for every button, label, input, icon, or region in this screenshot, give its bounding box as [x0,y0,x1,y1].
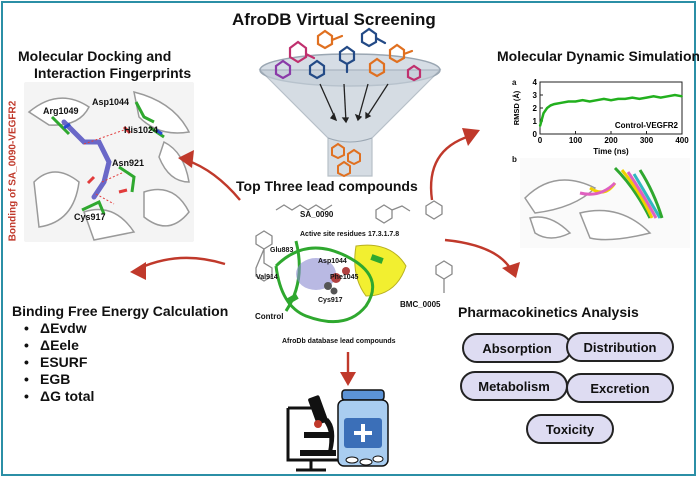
lead-title: Top Three lead compounds [236,178,418,194]
rmsd-point [674,94,676,96]
rmsd-point [603,98,605,100]
rmsd-point [595,99,598,102]
pk-title: Pharmacokinetics Analysis [458,304,639,320]
lead-label: BMC_0005 [400,300,441,309]
rmsd-point [546,107,548,109]
rmsd-point [588,100,591,103]
pk-pill-distribution: Distribution [566,332,674,362]
docking-title: Molecular Docking and Interaction Finger… [18,48,191,82]
pk-pill-toxicity: Toxicity [526,414,614,444]
y-tick-label: 4 [533,78,538,87]
binding-term: ΔEele [24,337,94,354]
series-label: Control-VEGFR2 [615,121,679,130]
x-tick-label: 0 [538,136,543,145]
pk-pill-absorption: Absorption [462,333,572,363]
y-tick-label: 3 [533,91,538,100]
lead-label: 17.3.1.7.8 [368,231,400,238]
x-tick-label: 200 [604,136,618,145]
md-panel-b-label: b [512,155,517,164]
lead-label: Val914 [256,274,278,281]
binding-term: ΔG total [24,388,94,405]
rmsd-point [610,99,612,102]
binding-title: Binding Free Energy Calculation [12,303,229,319]
lead-complex-image [236,196,464,336]
rmsd-point [553,103,556,105]
x-tick-label: 100 [569,136,583,145]
rmsd-point [539,125,541,128]
rmsd-point [542,112,545,115]
residue-label: His1024 [124,125,159,135]
y-tick-label: 2 [533,104,538,113]
rmsd-point [652,95,655,98]
md-title: Molecular Dynamic Simulation [497,48,699,64]
docking-title-line2: Interaction Fingerprints [34,65,192,81]
lead-label: Asp1044 [318,258,347,265]
rmsd-point [631,96,634,99]
lead-label: Phe1045 [330,274,359,281]
pk-pill-excretion: Excretion [566,373,674,403]
rmsd-point [617,98,619,100]
residue-label: Cys917 [74,212,106,222]
binding-term: ΔEvdw [24,320,94,337]
md-panel-a-label: a [512,78,517,87]
x-tick-label: 300 [640,136,654,145]
rmsd-point [574,100,577,103]
pk-pill-metabolism: Metabolism [460,371,568,401]
rmsd-point [567,100,570,103]
binding-term: EGB [24,371,94,388]
rmsd-point [549,104,552,107]
residue-label: Asp1044 [92,97,130,107]
docking-structure-image [24,82,194,242]
lead-label: Control [255,312,284,321]
rmsd-point [645,96,648,99]
md-superposed-structure [520,158,690,248]
rmsd-point [681,95,683,98]
lead-caption: AfroDb database lead compounds [282,338,396,345]
y-tick-label: 0 [533,130,538,139]
rmsd-point [638,98,641,100]
docking-title-line1: Molecular Docking and [18,48,172,64]
lead-label: Glu883 [270,247,294,254]
lab-analysis-icon [286,389,389,472]
rmsd-point [659,96,662,99]
rmsd-point [581,99,584,102]
binding-term: ESURF [24,354,94,371]
main-title: AfroDB Virtual Screening [232,10,436,29]
lead-label: Cys917 [318,297,343,304]
plot-area [539,81,683,135]
y-axis-label: RMSD (Å) [512,90,521,125]
residue-label: Arg1049 [43,106,79,116]
x-tick-label: 400 [675,136,689,145]
x-axis-label: Time (ns) [593,147,629,156]
y-tick-label: 1 [533,117,538,126]
rmsd-point [560,101,563,104]
lead-label: Active site residues [300,231,366,238]
screening-funnel [258,27,442,178]
rmsd-point [624,98,627,100]
binding-terms-list: ΔEvdw ΔEele ESURF EGB ΔG total [24,320,94,405]
residue-label: Asn921 [112,158,145,168]
lead-label: SA_0090 [300,210,334,219]
rmsd-point [666,95,669,98]
